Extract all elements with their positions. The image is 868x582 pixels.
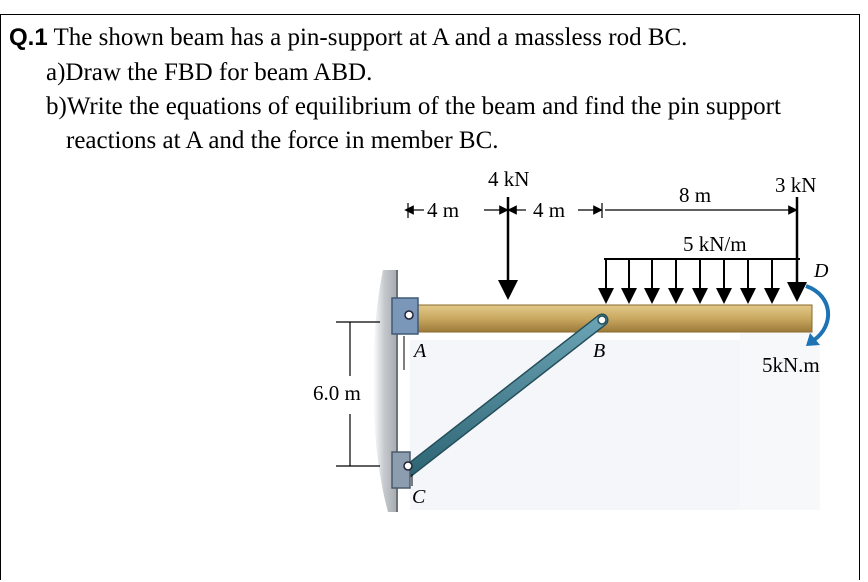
label-b: B	[593, 340, 605, 362]
moment-arrowhead	[806, 333, 820, 346]
wall	[373, 270, 396, 512]
label-3kn: 3 kN	[775, 173, 816, 197]
label-distributed-load: 5 kN/m	[683, 232, 747, 256]
label-4m-left: 4 m	[427, 198, 459, 222]
dimension-line-height	[336, 321, 380, 467]
background-panel	[740, 330, 820, 510]
part-b-line1: b)Write the equations of equilibrium of …	[46, 93, 781, 120]
label-8m: 8 m	[679, 183, 711, 207]
label-height: 6.0 m	[313, 381, 361, 405]
question-number: Q.1	[9, 24, 48, 51]
pin-c	[403, 461, 413, 471]
part-a: a)Draw the FBD for beam ABD.	[46, 59, 373, 86]
dimension-line-top	[404, 203, 798, 218]
question-intro: The shown beam has a pin-support at A an…	[47, 24, 688, 51]
distributed-load	[598, 258, 800, 304]
moment-arrow	[805, 284, 830, 342]
label-4m-right: 4 m	[533, 198, 565, 222]
part-b-line2: reactions at A and the force in member B…	[66, 127, 499, 154]
question-frame	[0, 14, 860, 580]
label-4kn: 4 kN	[488, 167, 529, 191]
label-c: C	[412, 486, 426, 508]
rod-bc	[402, 315, 607, 477]
label-moment: 5kN.m	[762, 353, 820, 377]
question-intro-line: Q.1 The shown beam has a pin-support at …	[9, 25, 687, 50]
label-d: D	[813, 260, 829, 282]
pin-a	[404, 310, 414, 320]
pin-b	[597, 315, 607, 325]
label-a: A	[412, 340, 427, 362]
